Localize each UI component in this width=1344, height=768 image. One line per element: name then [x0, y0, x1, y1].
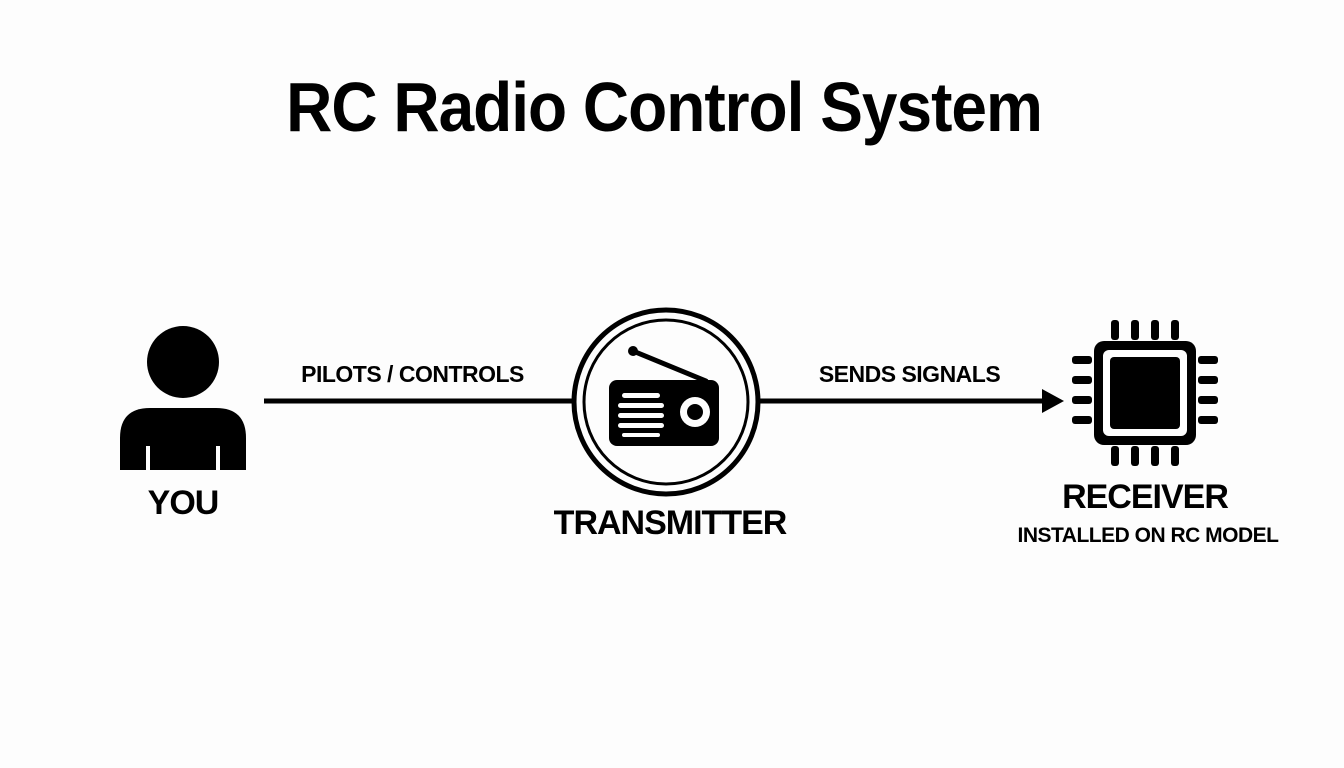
node-label-you: YOU [147, 484, 220, 522]
page-title: RC Radio Control System [286, 68, 1043, 146]
node-label-receiver: RECEIVER [1062, 478, 1229, 516]
node-label-transmitter: TRANSMITTER [553, 504, 788, 542]
radio-icon [571, 307, 761, 497]
person-icon [120, 326, 246, 472]
edge-label-pilots-controls: PILOTS / CONTROLS [301, 361, 524, 387]
node-sublabel-receiver: INSTALLED ON RC MODEL [1017, 524, 1279, 547]
edge-label-sends-signals: SENDS SIGNALS [818, 361, 1001, 387]
chip-icon [1072, 320, 1218, 466]
edge-arrow-transmitter-receiver [760, 389, 1064, 413]
